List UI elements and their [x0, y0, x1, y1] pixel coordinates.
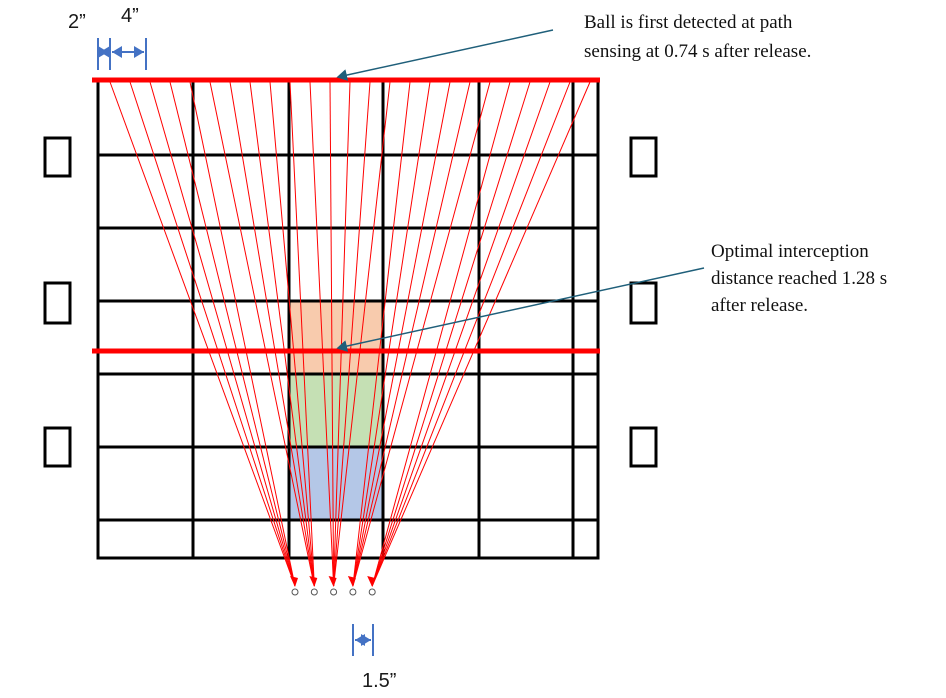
callout-arrow-detection [336, 29, 554, 81]
target-group [291, 588, 376, 596]
detection-note-line1: Ball is first detected at path [584, 12, 793, 33]
interception-note-line2: distance reached 1.28 s [711, 268, 887, 289]
ray-arrowhead [290, 576, 298, 587]
trajectory-ray [371, 81, 511, 587]
trajectory-ray [249, 81, 315, 587]
trajectory-ray [352, 81, 471, 587]
detection-note-line2: sensing at 0.74 s after release. [584, 41, 811, 62]
top-dimension [97, 38, 147, 70]
trajectory-ray [309, 81, 335, 587]
target-point [291, 588, 299, 596]
trajectory-ray [333, 81, 351, 587]
marker-box [629, 281, 658, 325]
dimension-label-1-5in: 1.5” [362, 670, 396, 692]
trajectory-ray [329, 81, 335, 587]
ray-arrowhead [309, 576, 318, 587]
interception-note-line3: after release. [711, 295, 808, 316]
trajectory-ray [371, 81, 531, 587]
target-point [310, 588, 318, 596]
trajectory-ray [333, 81, 391, 587]
side-markers [43, 136, 658, 468]
marker-box [43, 426, 72, 468]
trajectory-ray [352, 81, 491, 587]
trajectory-ray [352, 81, 431, 587]
trajectory-ray [269, 81, 315, 587]
trajectory-ray [169, 81, 296, 587]
target-point [349, 588, 357, 596]
dimension-label-4in: 4” [121, 5, 139, 27]
trajectory-ray [289, 81, 315, 587]
highlight-cell-green [289, 374, 383, 447]
marker-box [629, 426, 658, 468]
trajectory-ray [371, 81, 591, 587]
marker-box [43, 136, 72, 178]
dimension-label-2in: 2” [68, 11, 86, 33]
trajectory-ray [209, 81, 315, 587]
trajectory-ray [189, 81, 296, 587]
marker-box [43, 281, 72, 325]
ray-arrowhead [328, 576, 337, 587]
trajectory-ray [109, 81, 296, 587]
trajectory-ray [371, 81, 571, 587]
trajectory-ray [371, 81, 551, 587]
marker-box [629, 136, 658, 178]
trajectory-ray [129, 81, 296, 587]
target-point [368, 588, 376, 596]
trajectory-ray [149, 81, 296, 587]
trajectory-ray [333, 81, 371, 587]
highlight-cell-orange [289, 301, 383, 374]
target-point [330, 588, 338, 596]
bottom-dimension [352, 624, 374, 656]
callout-arrow-interception [336, 267, 705, 352]
ray-arrowhead [367, 576, 376, 587]
trajectory-ray [352, 81, 411, 587]
interception-note-line1: Optimal interception [711, 241, 869, 262]
ray-arrowhead [347, 576, 356, 587]
ray-group [109, 81, 591, 587]
trajectory-ray [229, 81, 315, 587]
